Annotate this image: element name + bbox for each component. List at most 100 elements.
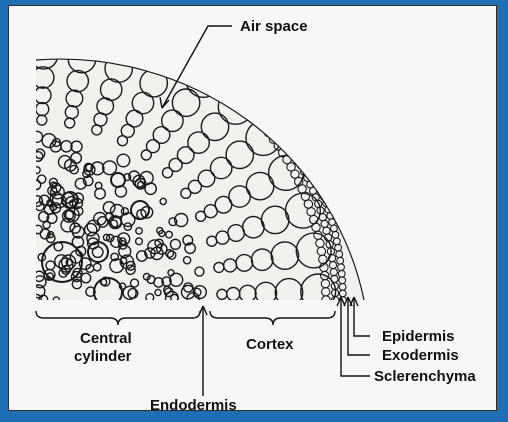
cell	[290, 150, 297, 157]
cell	[231, 80, 238, 87]
cell	[182, 37, 189, 44]
cell	[69, 9, 76, 16]
cell	[232, 71, 239, 78]
cell	[154, 42, 162, 50]
cell	[212, 76, 220, 84]
cell	[53, 0, 60, 7]
cell	[294, 141, 301, 148]
cell	[39, 0, 46, 7]
cell	[54, 8, 61, 15]
cell	[60, 1, 67, 8]
cell	[131, 32, 139, 40]
cell	[225, 75, 232, 82]
cell	[248, 109, 256, 117]
cell	[270, 109, 277, 116]
cell	[107, 25, 115, 33]
cell	[147, 38, 155, 46]
cell	[176, 34, 183, 41]
cell	[241, 89, 248, 96]
cell	[237, 75, 244, 82]
cell	[200, 47, 207, 54]
cell	[111, 17, 118, 24]
epidermis-label: Epidermis	[382, 328, 455, 345]
cell	[145, 28, 152, 35]
cell	[70, 14, 105, 49]
cell	[82, 20, 90, 28]
section-outline	[36, 59, 364, 300]
cell	[247, 84, 254, 91]
cell	[237, 98, 245, 106]
cell	[118, 19, 125, 26]
cell	[28, 10, 63, 45]
cell	[227, 67, 234, 74]
cell	[216, 59, 223, 66]
cell	[139, 26, 146, 33]
cell	[188, 41, 195, 48]
cell	[46, 0, 53, 7]
cell	[279, 132, 286, 139]
cell	[205, 51, 212, 58]
cell	[301, 152, 308, 159]
cell	[158, 26, 165, 33]
cell	[259, 122, 267, 130]
cell	[159, 34, 166, 41]
cell	[211, 55, 218, 62]
cell	[242, 80, 249, 87]
cell	[222, 63, 229, 70]
cell	[254, 116, 262, 124]
cell	[266, 115, 273, 122]
sclerenchyma-label: Sclerenchyma	[374, 368, 476, 385]
cell	[198, 66, 206, 74]
cell	[236, 84, 243, 91]
cell	[115, 27, 123, 35]
cell	[83, 11, 90, 18]
cell	[80, 3, 87, 10]
cell	[243, 103, 251, 111]
cell	[165, 37, 172, 44]
air-space-label: Air space	[240, 18, 308, 35]
central-cylinder-brace	[36, 311, 200, 325]
cell	[93, 5, 100, 12]
cell	[90, 12, 97, 19]
cell	[113, 10, 120, 17]
central-cylinder-label-line1: Central	[80, 330, 132, 347]
cell	[120, 12, 127, 19]
cell	[104, 15, 111, 22]
cell	[208, 62, 215, 69]
cell	[32, 15, 40, 23]
cell	[49, 16, 57, 24]
cell	[99, 23, 107, 31]
cell	[247, 94, 254, 101]
cell	[231, 92, 239, 100]
cell	[170, 31, 177, 38]
cell	[47, 7, 54, 14]
cell	[32, 7, 39, 14]
cell	[40, 15, 48, 23]
cell	[283, 124, 290, 131]
central-cylinder-label-line2: cylinder	[74, 348, 132, 365]
cell	[274, 114, 281, 121]
cell	[74, 18, 82, 26]
cell	[132, 23, 139, 30]
cell	[257, 94, 264, 101]
cell	[279, 119, 286, 126]
endodermis-label: Endodermis	[150, 397, 237, 414]
cell	[139, 35, 147, 43]
cell	[186, 63, 221, 98]
cell	[283, 138, 290, 145]
cell	[33, 0, 40, 6]
cell	[145, 20, 152, 27]
cell	[261, 99, 268, 106]
cell	[310, 169, 317, 176]
root-section	[28, 0, 365, 309]
cell	[150, 41, 185, 76]
cell	[169, 49, 177, 57]
cell	[252, 89, 259, 96]
cortex-label: Cortex	[246, 336, 294, 353]
cell	[76, 10, 83, 17]
cell	[274, 126, 281, 133]
cell	[97, 14, 104, 21]
cell	[100, 7, 107, 14]
cell	[225, 86, 233, 94]
